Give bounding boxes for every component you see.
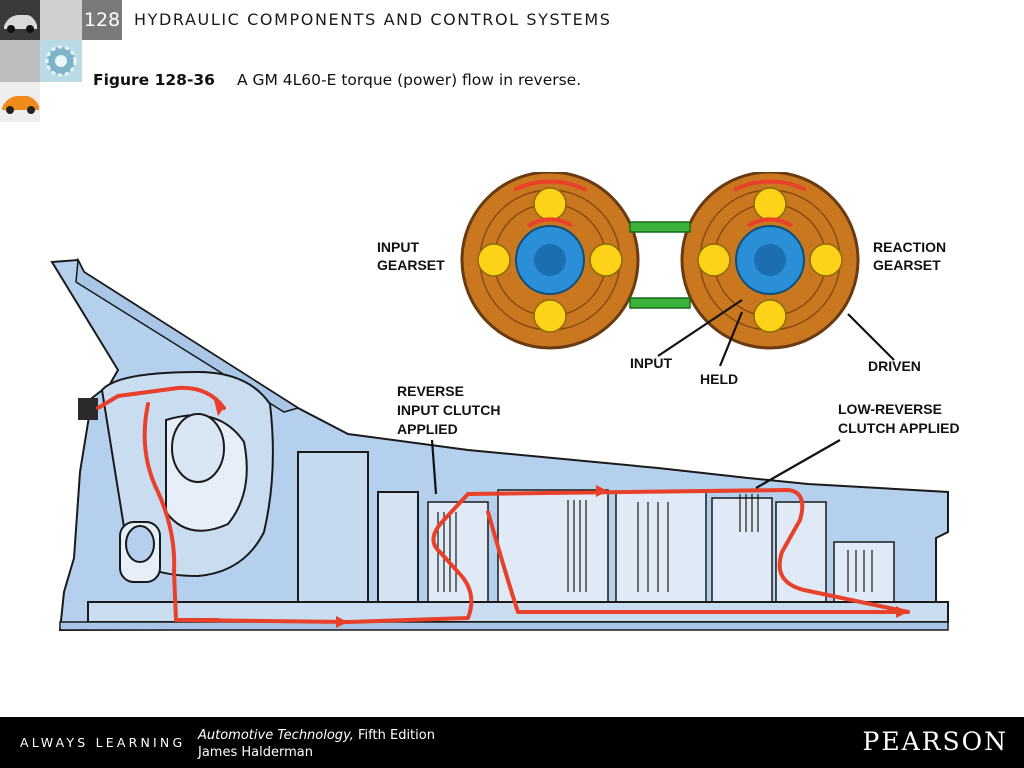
thumb-gray-block-2 bbox=[0, 40, 40, 82]
chapter-title: HYDRAULIC COMPONENTS AND CONTROL SYSTEMS bbox=[134, 10, 612, 29]
label-input-gearset-2: GEARSET bbox=[377, 257, 445, 273]
footer-book-info: Automotive Technology, Fifth Edition Jam… bbox=[198, 727, 435, 761]
publisher-logo: PEARSON bbox=[862, 727, 1008, 756]
book-title: Automotive Technology, bbox=[198, 728, 354, 743]
car-thumbnail-bottom bbox=[0, 82, 40, 122]
label-reaction-gearset-1: REACTION bbox=[873, 239, 946, 255]
thumb-gray-block bbox=[40, 0, 82, 40]
label-low-reverse-clutch-2: CLUTCH APPLIED bbox=[838, 420, 960, 436]
header-thumbnails bbox=[0, 0, 82, 122]
gear-thumbnail bbox=[40, 40, 82, 82]
input-gearset bbox=[460, 172, 640, 350]
label-leaders bbox=[430, 299, 895, 495]
figure-caption: Figure 128-36 A GM 4L60-E torque (power) … bbox=[93, 71, 581, 89]
label-reverse-input-clutch-3: APPLIED bbox=[397, 421, 458, 437]
book-author: James Halderman bbox=[198, 745, 313, 760]
label-reverse-input-clutch-1: REVERSE bbox=[397, 383, 464, 399]
book-edition: Fifth Edition bbox=[353, 728, 435, 743]
power-flow-arrowheads bbox=[214, 400, 908, 628]
reaction-gearset bbox=[680, 172, 860, 350]
label-driven: DRIVEN bbox=[868, 358, 921, 374]
label-reverse-input-clutch-2: INPUT CLUTCH bbox=[397, 402, 500, 418]
gearset-connectors bbox=[629, 221, 691, 309]
transmission-diagram: INPUT GEARSET REACTION GEARSET INPUT HEL… bbox=[50, 172, 960, 632]
footer-bar: ALWAYS LEARNING Automotive Technology, F… bbox=[0, 717, 1024, 768]
chapter-number: 128 bbox=[82, 0, 122, 40]
label-input: INPUT bbox=[630, 355, 672, 371]
car-thumbnail-top bbox=[0, 0, 40, 40]
label-input-gearset-1: INPUT bbox=[377, 239, 419, 255]
footer-tagline: ALWAYS LEARNING bbox=[20, 735, 186, 750]
label-low-reverse-clutch-1: LOW-REVERSE bbox=[838, 401, 942, 417]
label-held: HELD bbox=[700, 371, 738, 387]
label-reaction-gearset-2: GEARSET bbox=[873, 257, 941, 273]
caption-text: A GM 4L60-E torque (power) flow in rever… bbox=[236, 71, 582, 89]
power-flow-path bbox=[96, 385, 910, 624]
figure-number: Figure 128-36 bbox=[93, 71, 215, 89]
